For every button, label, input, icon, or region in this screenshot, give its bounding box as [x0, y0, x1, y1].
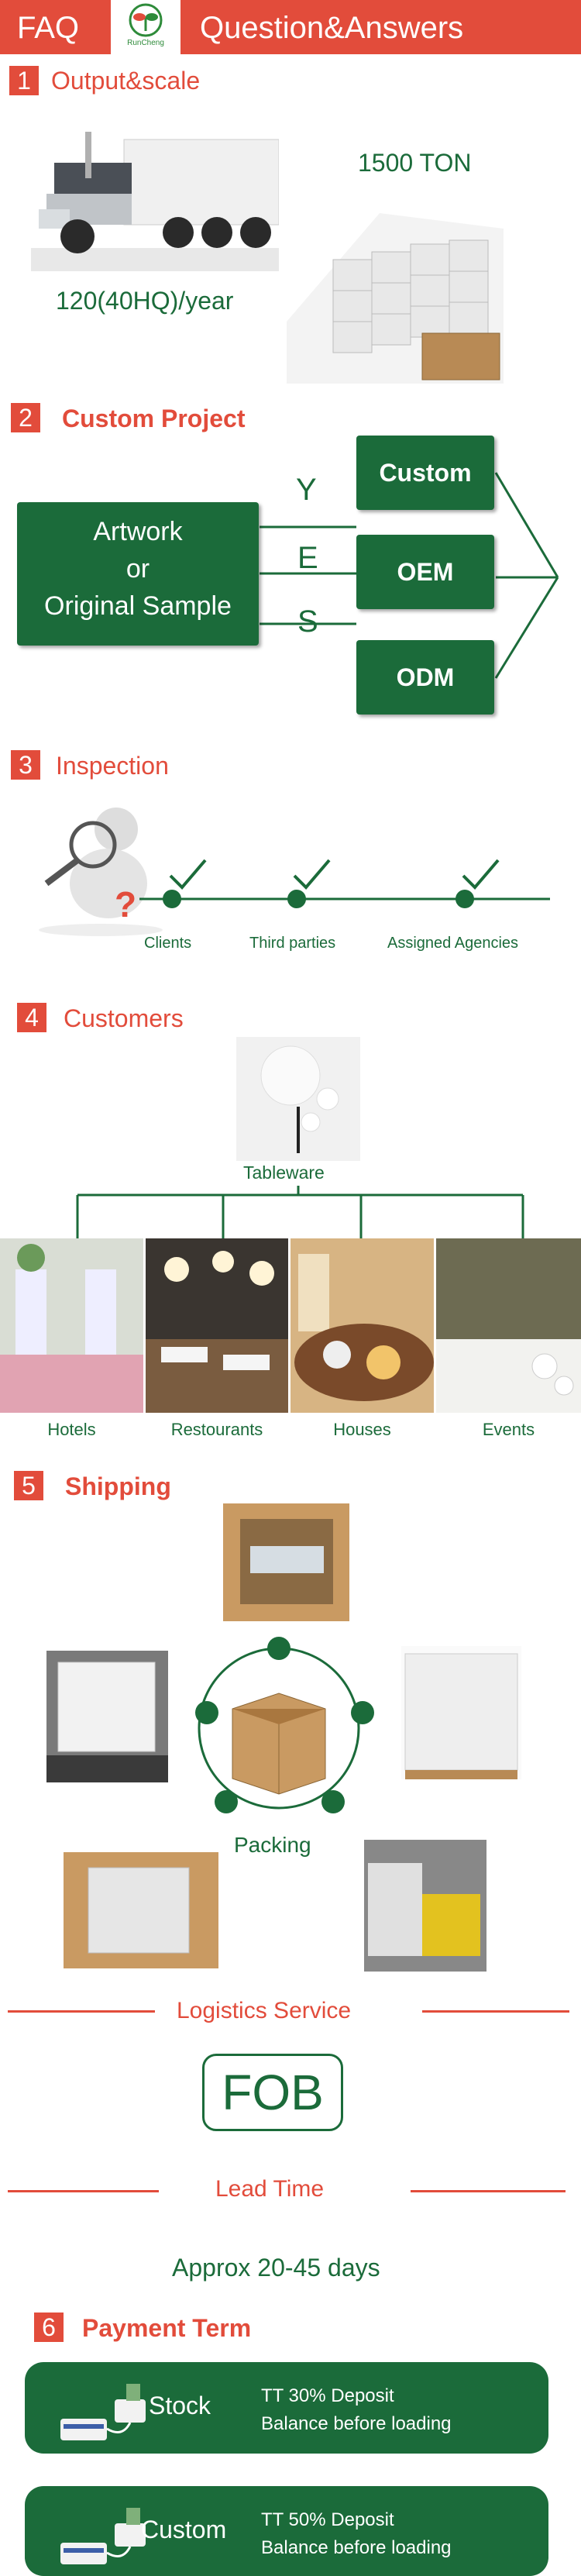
custom-option: Custom [356, 436, 494, 510]
divider [411, 2190, 566, 2192]
payment-card-stock: Stock TT 30% Deposit Balance before load… [25, 2362, 548, 2454]
payment-type-label: Custom [141, 2516, 227, 2543]
divider [8, 2010, 155, 2013]
inspector-figure [39, 808, 163, 936]
logistics-service-label: Logistics Service [177, 1998, 352, 2023]
original-sample-label: Original Sample [44, 591, 232, 621]
inspection-timeline [139, 859, 550, 908]
section-title: Payment Term [82, 2314, 252, 2342]
payment-type-label: Stock [149, 2392, 211, 2419]
section-number: 4 [17, 1003, 46, 1032]
artwork-sample-box: Artwork or Original Sample [17, 502, 259, 646]
wallet-card-icon [60, 2384, 146, 2440]
section-title: Inspection [56, 752, 169, 780]
divider [422, 2010, 569, 2013]
payment-card-custom: Custom TT 50% Deposit Balance before loa… [25, 2486, 548, 2576]
logo-icon [129, 3, 163, 37]
wallet-card-icon [60, 2508, 146, 2564]
logo: RunCheng [111, 0, 180, 54]
section-number: 5 [14, 1471, 43, 1500]
artwork-label: Artwork [93, 517, 183, 546]
payment-line1: TT 50% Deposit [261, 2509, 394, 2530]
tableware-label: Tableware [243, 1162, 325, 1183]
yes-letter: Y [296, 473, 317, 507]
forklift-image [364, 1840, 486, 1972]
customer-label: Houses [333, 1420, 391, 1439]
page-title: Question&Answers [200, 11, 464, 45]
section-title: Customers [64, 1004, 184, 1032]
fob-badge: FOB [202, 2054, 343, 2131]
tableware-image [236, 1037, 360, 1161]
lead-time-value: Approx 20-45 days [172, 2254, 380, 2282]
houses-image [290, 1238, 434, 1413]
customer-label: Events [482, 1420, 535, 1439]
lead-time-label: Lead Time [215, 2176, 325, 2202]
section-title: Custom Project [62, 405, 246, 432]
divider [8, 2190, 159, 2192]
container-loading-image [46, 1651, 168, 1782]
oem-option: OEM [356, 535, 494, 609]
stage-label: Third parties [249, 935, 336, 952]
yearly-capacity: 120(40HQ)/year [56, 287, 234, 315]
or-label: or [125, 554, 150, 584]
warehouse-boxes-image [287, 198, 504, 384]
yes-letter: S [297, 604, 318, 639]
section-number: 6 [34, 2313, 64, 2342]
stage-label: Assigned Agencies [387, 935, 519, 952]
truck-image [31, 116, 279, 271]
yes-letter: E [297, 541, 318, 575]
logo-text: RunCheng [127, 39, 164, 47]
section-number: 1 [9, 66, 39, 95]
stage-label: Clients [144, 935, 192, 952]
section-number: 2 [11, 403, 40, 432]
events-image [436, 1238, 581, 1413]
section-number: 3 [11, 750, 40, 780]
odm-option: ODM [356, 640, 494, 715]
custom-project-connector [260, 472, 559, 679]
section-title: Shipping [65, 1472, 171, 1500]
faq-label: FAQ [17, 11, 80, 45]
restaurants-image [146, 1238, 288, 1413]
pallet-stack-image [401, 1646, 521, 1779]
open-box-image [223, 1503, 349, 1621]
payment-line2: Balance before loading [261, 2537, 452, 2558]
customer-label: Hotels [47, 1420, 96, 1439]
packing-cycle-diagram [195, 1637, 374, 1813]
question-mark-icon: ? [115, 884, 137, 925]
output-tons: 1500 TON [358, 149, 472, 177]
packed-box-image [64, 1852, 218, 1968]
hotels-image [0, 1238, 143, 1413]
packing-label: Packing [234, 1833, 311, 1857]
payment-line2: Balance before loading [261, 2413, 452, 2434]
customers-connector [76, 1186, 524, 1238]
customer-label: Restourants [170, 1420, 263, 1439]
section-title: Output&scale [51, 67, 201, 95]
payment-line1: TT 30% Deposit [261, 2385, 394, 2406]
header-bar: FAQ RunCheng Question&Answers [0, 0, 581, 54]
